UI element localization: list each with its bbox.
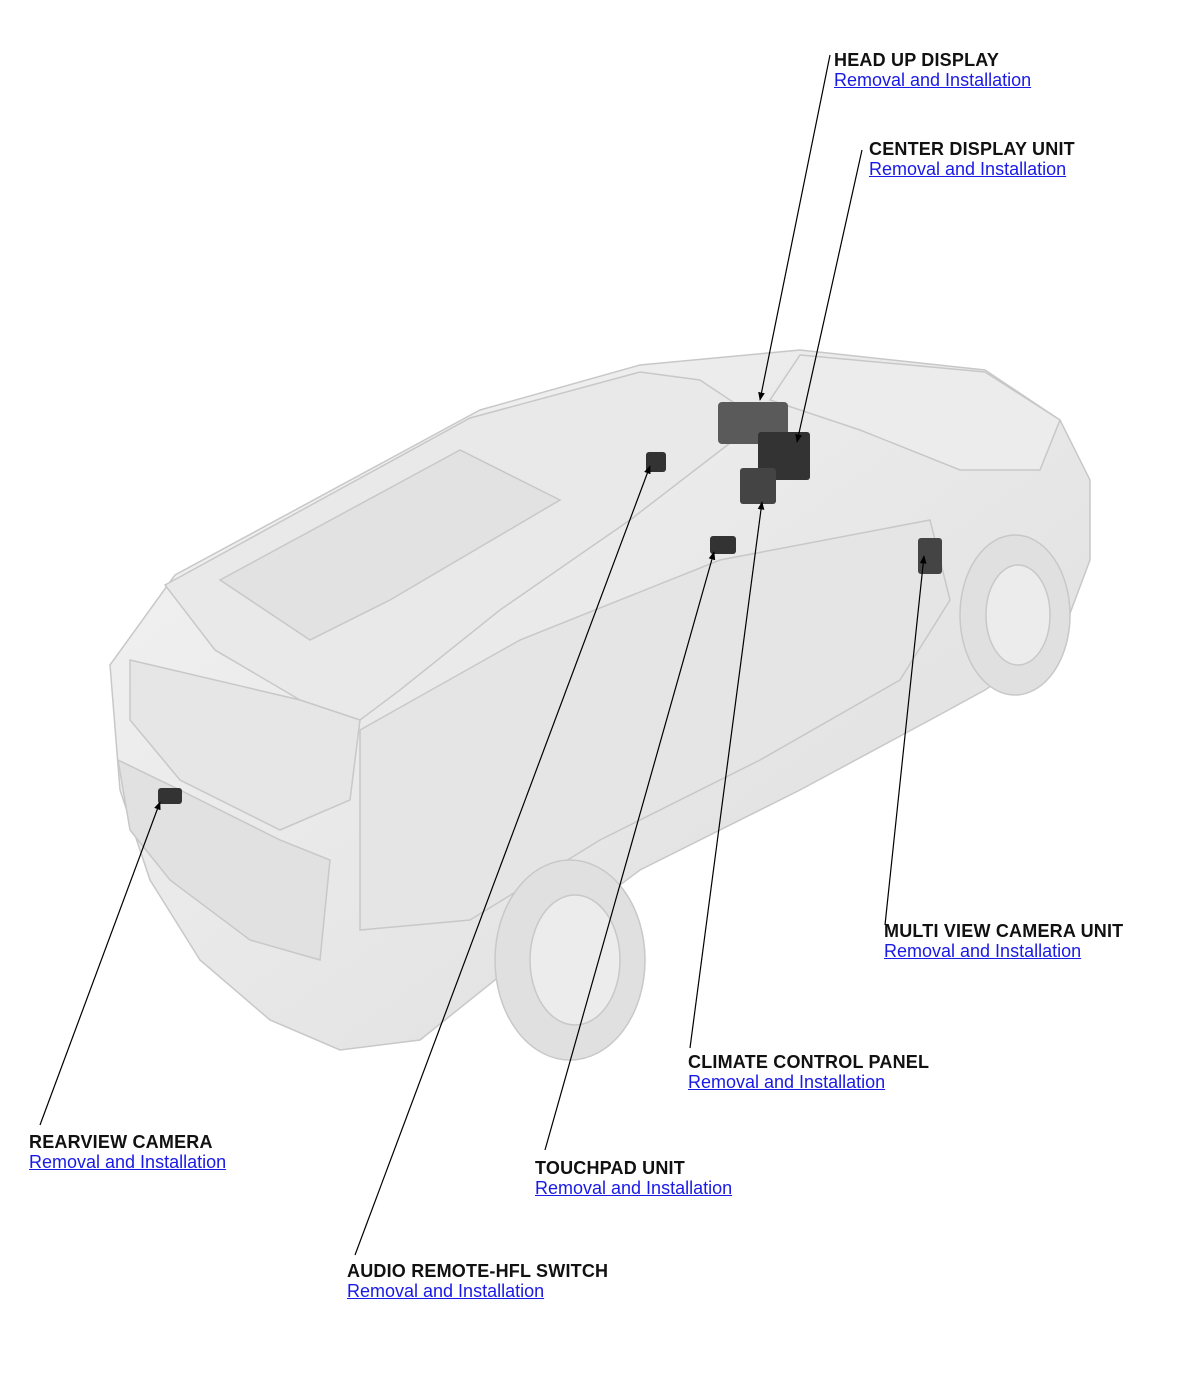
leader-center-display [795,149,863,443]
callout-touchpad-unit: TOUCHPAD UNIT Removal and Installation [535,1158,732,1198]
callout-climate-control-panel: CLIMATE CONTROL PANEL Removal and Instal… [688,1052,929,1092]
side-panel [359,519,951,931]
callout-head-up-display: HEAD UP DISPLAY Removal and Installation [834,50,1031,90]
removal-installation-link[interactable]: Removal and Installation [884,941,1082,961]
rear-window [129,659,361,831]
removal-installation-link[interactable]: Removal and Installation [869,159,1067,179]
callout-title: MULTI VIEW CAMERA UNIT [884,921,1124,941]
multi-view-camera-unit [918,538,942,574]
rear-wheel-rim [529,894,621,1026]
sunroof [218,449,562,641]
touchpad-unit [710,536,736,554]
callout-multi-view-camera-unit: MULTI VIEW CAMERA UNIT Removal and Insta… [884,921,1123,961]
callout-title: CENTER DISPLAY UNIT [869,139,1075,159]
climate-control-panel [740,468,776,504]
removal-installation-link[interactable]: Removal and Installation [535,1178,733,1198]
callout-title: TOUCHPAD UNIT [535,1158,685,1178]
removal-installation-link[interactable]: Removal and Installation [688,1072,886,1092]
removal-installation-link[interactable]: Removal and Installation [347,1281,545,1301]
front-wheel-rim [985,564,1051,666]
audio-remote-switch [646,452,666,472]
leader-climate-control [689,501,765,1049]
leader-multi-view-camera [884,555,927,926]
callout-audio-remote-hfl-switch: AUDIO REMOTE-HFL SWITCH Removal and Inst… [347,1261,608,1301]
callout-title: HEAD UP DISPLAY [834,50,1000,70]
leader-rearview-camera [39,801,161,1126]
leader-touchpad [544,551,716,1151]
leader-hud [758,54,831,401]
callout-rearview-camera: REARVIEW CAMERA Removal and Installation [29,1132,226,1172]
removal-installation-link[interactable]: Removal and Installation [834,70,1032,90]
callout-title: CLIMATE CONTROL PANEL [688,1052,930,1072]
removal-installation-link[interactable]: Removal and Installation [29,1152,227,1172]
callout-center-display-unit: CENTER DISPLAY UNIT Removal and Installa… [869,139,1075,179]
components [158,402,942,804]
vehicle-illustration [109,349,1091,1061]
callout-title: REARVIEW CAMERA [29,1132,213,1152]
leader-audio-remote [354,465,651,1256]
leader-lines [39,54,927,1256]
callout-title: AUDIO REMOTE-HFL SWITCH [347,1261,609,1281]
rearview-camera [158,788,182,804]
